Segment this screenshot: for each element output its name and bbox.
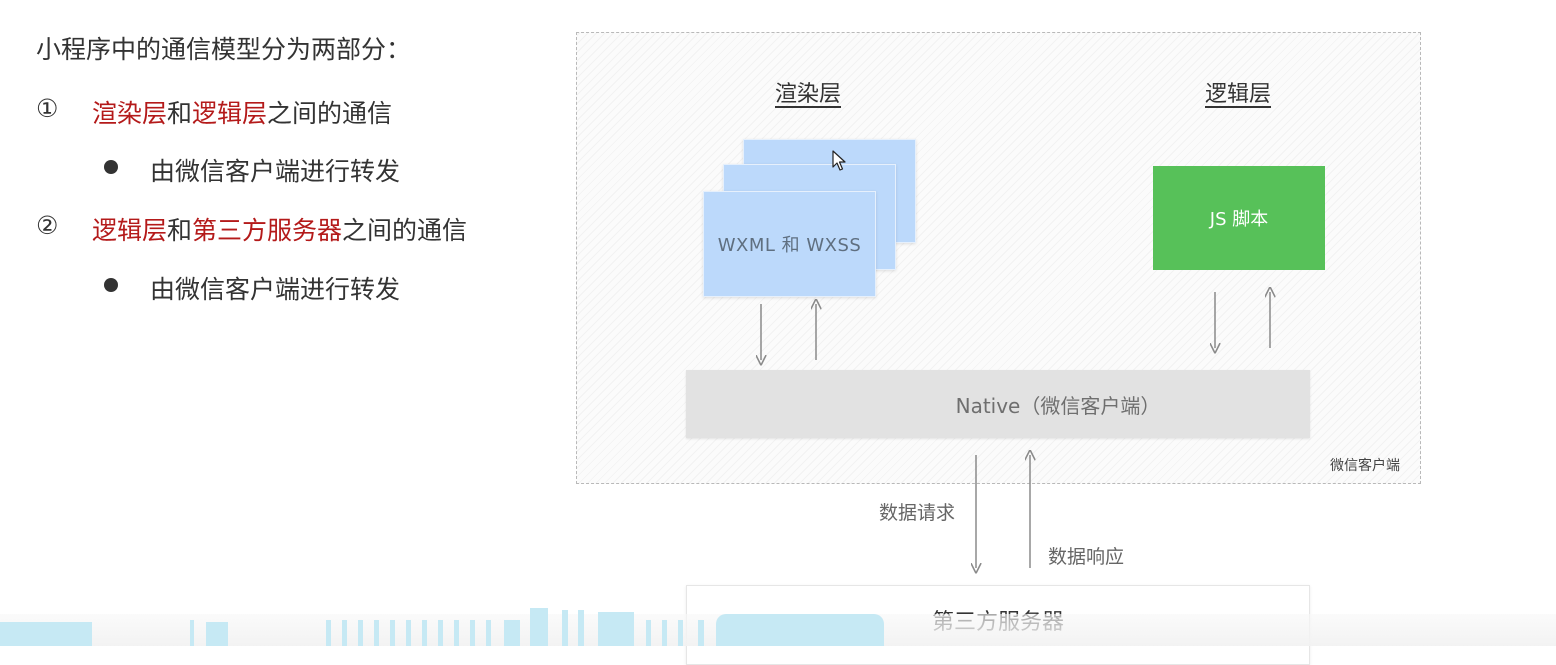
render-layer-title: 渲染层 — [775, 82, 842, 107]
waveform-bar — [504, 620, 520, 646]
mouse-cursor-icon — [832, 150, 846, 171]
waveform-bar — [698, 620, 704, 646]
waveform-bar — [406, 620, 411, 646]
waveform-bar — [716, 614, 884, 646]
waveform-bar — [438, 620, 443, 646]
section-1-bullet — [104, 160, 118, 174]
js-script-box: JS 脚本 — [1153, 166, 1325, 270]
section-1-subtext: 由微信客户端进行转发 — [150, 157, 401, 186]
waveform-bar — [206, 622, 228, 646]
waveform-bar — [598, 612, 634, 646]
native-label: Native（微信客户端） — [955, 393, 1161, 418]
data-response-label: 数据响应 — [1048, 546, 1125, 568]
section-1-part-render-layer: 渲染层 — [92, 99, 168, 128]
section-1-heading: 渲染层和逻辑层之间的通信 — [92, 94, 392, 130]
arrows-layer — [0, 0, 1556, 646]
section-1-part-and: 和 — [167, 99, 193, 128]
section-2-subtext: 由微信客户端进行转发 — [150, 275, 401, 304]
section-1-number: ① — [36, 94, 59, 123]
waveform-bar — [646, 620, 651, 646]
section-2-heading: 逻辑层和第三方服务器之间的通信 — [92, 211, 467, 247]
section-2-part-communication: 之间的通信 — [342, 216, 468, 245]
waveform-bar — [562, 610, 568, 646]
render-page-front: WXML 和 WXSS — [703, 191, 876, 297]
waveform-bar — [374, 620, 379, 646]
data-request-label: 数据请求 — [879, 502, 956, 524]
native-bar: Native（微信客户端） — [686, 370, 1310, 438]
waveform-bar — [190, 620, 194, 646]
logic-layer-title: 逻辑层 — [1205, 82, 1272, 107]
intro-title: 小程序中的通信模型分为两部分： — [36, 35, 412, 64]
section-1-part-communication: 之间的通信 — [267, 99, 393, 128]
section-1-part-logic-layer: 逻辑层 — [192, 99, 268, 128]
waveform-bar — [390, 620, 395, 646]
waveform-bar — [678, 620, 683, 646]
wechat-client-label: 微信客户端 — [1330, 458, 1400, 474]
waveform-bar — [486, 620, 491, 646]
js-script-label: JS 脚本 — [1209, 209, 1269, 230]
waveform-bar — [342, 620, 347, 646]
section-2-number: ② — [36, 211, 59, 240]
section-2-part-third-party-server: 第三方服务器 — [192, 216, 343, 245]
waveform-bar — [454, 620, 459, 646]
waveform-bar — [578, 610, 584, 646]
waveform-bar — [326, 620, 331, 646]
wxml-wxss-label: WXML 和 WXSS — [717, 235, 862, 256]
waveform-bar — [470, 620, 475, 646]
audio-waveform — [0, 608, 1556, 646]
section-2-part-logic-layer: 逻辑层 — [92, 216, 168, 245]
waveform-bar — [662, 620, 667, 646]
waveform-bar — [358, 620, 363, 646]
waveform-bar — [422, 620, 427, 646]
section-2-bullet — [104, 278, 118, 292]
waveform-bar — [0, 622, 92, 646]
waveform-bar — [530, 608, 548, 646]
section-2-part-and: 和 — [167, 216, 193, 245]
